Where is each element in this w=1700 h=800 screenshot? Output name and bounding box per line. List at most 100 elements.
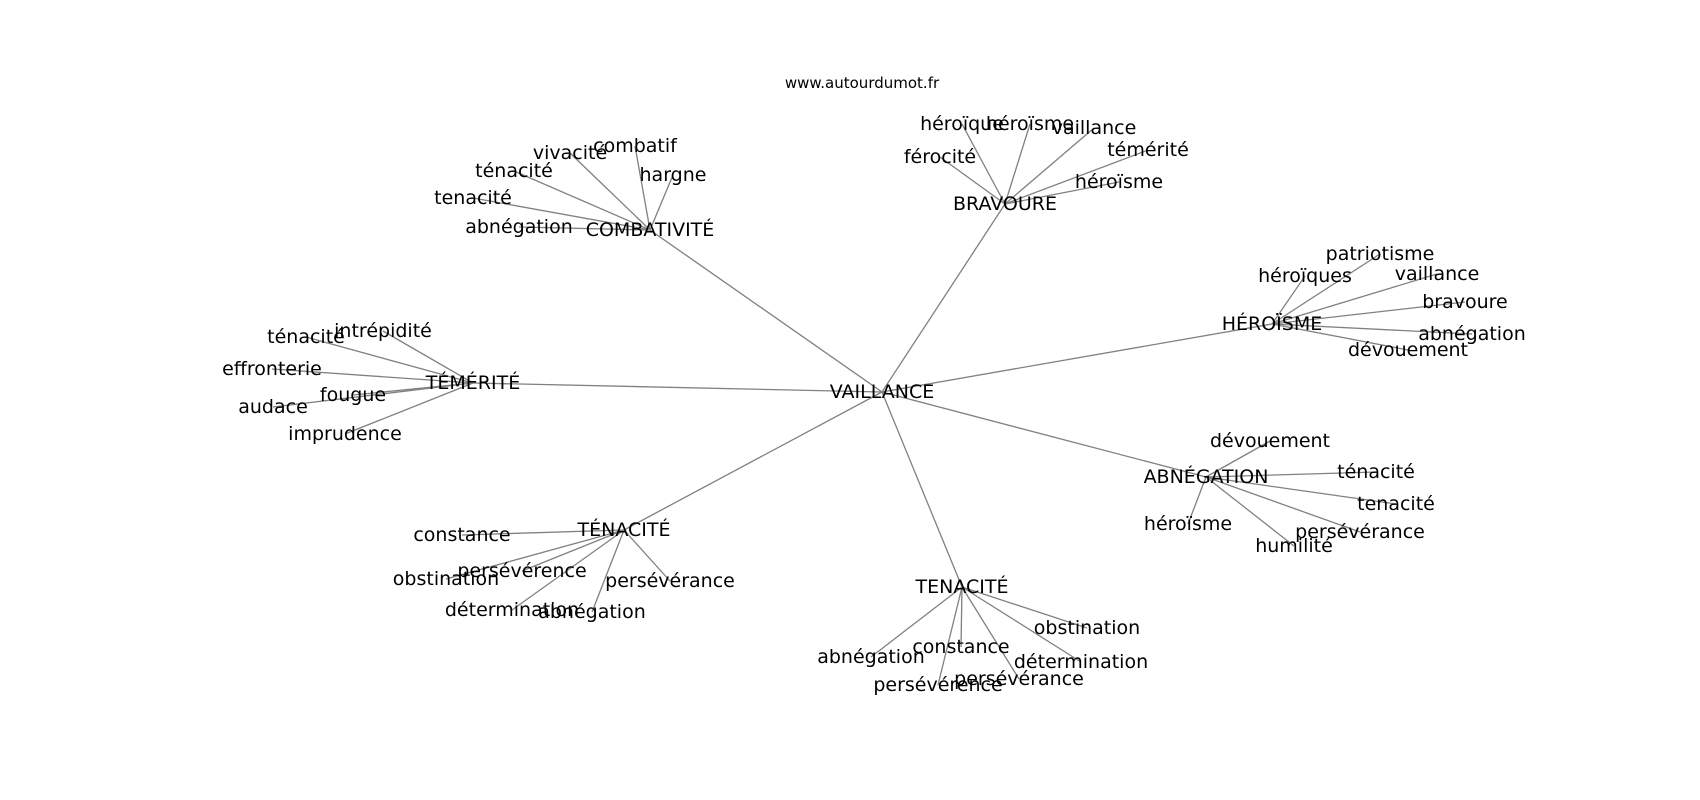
- edge-hub-to-word: [1271, 273, 1438, 325]
- hub-word[interactable]: TÉNACITÉ: [577, 518, 671, 541]
- edge-hub-to-word: [1004, 123, 1031, 205]
- edge-hub-to-word: [305, 336, 474, 384]
- edge-hub-to-word: [1205, 476, 1361, 533]
- edge-hub-to-word: [1187, 476, 1207, 525]
- related-word[interactable]: ténacité: [475, 160, 553, 182]
- edge-hub-to-word: [961, 586, 1020, 680]
- edge-center-to-hub: [472, 382, 883, 393]
- hub-word[interactable]: ABNÉGATION: [1144, 465, 1269, 488]
- edge-hub-to-word: [518, 226, 651, 231]
- related-word[interactable]: persévérance: [954, 668, 1084, 690]
- related-word[interactable]: héroïsme: [986, 113, 1074, 135]
- edge-hub-to-word: [961, 586, 1082, 663]
- related-word[interactable]: patriotisme: [1326, 243, 1435, 265]
- related-word[interactable]: persévérance: [1295, 521, 1425, 543]
- edge-hub-to-word: [1205, 440, 1271, 478]
- edge-hub-to-word: [445, 529, 625, 580]
- related-word[interactable]: tenacité: [434, 187, 512, 209]
- related-word[interactable]: dévouement: [1210, 430, 1330, 452]
- edge-hub-to-word: [271, 368, 474, 384]
- edge-hub-to-word: [511, 529, 625, 611]
- related-word[interactable]: témérité: [1107, 139, 1189, 161]
- related-word[interactable]: dévouement: [1348, 339, 1468, 361]
- edge-hub-to-word: [1205, 471, 1377, 478]
- edge-hub-to-word: [569, 152, 651, 231]
- related-word[interactable]: hargne: [640, 164, 707, 186]
- related-word[interactable]: persévérence: [457, 560, 586, 582]
- edge-hub-to-word: [649, 174, 674, 231]
- related-word[interactable]: héroïsme: [1144, 513, 1232, 535]
- edge-hub-to-word: [1271, 275, 1306, 325]
- related-word[interactable]: fougue: [320, 384, 386, 406]
- hub-word[interactable]: BRAVOURE: [953, 193, 1057, 215]
- related-word[interactable]: héroïque: [920, 113, 1004, 135]
- edge-center-to-hub: [881, 203, 1006, 393]
- hub-word[interactable]: COMBATIVITÉ: [586, 218, 715, 241]
- edge-hub-to-word: [961, 123, 1006, 205]
- edge-center-to-hub: [881, 391, 963, 588]
- related-word[interactable]: détermination: [445, 599, 579, 621]
- edge-hub-to-word: [623, 529, 671, 582]
- edge-hub-to-word: [472, 197, 651, 231]
- hub-word[interactable]: TENACITÉ: [915, 575, 1009, 598]
- edge-hub-to-word: [960, 586, 963, 648]
- edge-hub-to-word: [1271, 323, 1409, 351]
- related-word[interactable]: bravoure: [1422, 291, 1508, 313]
- edge-hub-to-word: [382, 330, 474, 384]
- edge-hub-to-word: [961, 586, 1088, 629]
- center-word[interactable]: VAILLANCE: [830, 381, 934, 403]
- related-word[interactable]: héroïsme: [1075, 171, 1163, 193]
- related-word[interactable]: abnégation: [538, 601, 646, 623]
- related-word[interactable]: férocité: [904, 146, 976, 168]
- hub-word[interactable]: HÉROÏSME: [1222, 312, 1323, 335]
- edge-hub-to-word: [461, 529, 625, 536]
- related-word[interactable]: effronterie: [222, 358, 322, 380]
- edge-hub-to-word: [870, 586, 963, 658]
- edge-hub-to-word: [521, 529, 625, 572]
- edge-hub-to-word: [513, 170, 651, 231]
- edge-center-to-hub: [623, 391, 883, 531]
- hub-word[interactable]: TÉMÉRITÉ: [425, 371, 520, 394]
- related-word[interactable]: audace: [238, 396, 308, 418]
- related-word[interactable]: combatif: [593, 135, 678, 157]
- edge-hub-to-word: [634, 145, 651, 231]
- edge-hub-to-word: [591, 529, 625, 613]
- related-word[interactable]: vivacité: [533, 142, 607, 164]
- related-word[interactable]: abnégation: [817, 646, 925, 668]
- related-word[interactable]: intrépidité: [334, 320, 432, 342]
- edge-hub-to-word: [1271, 323, 1473, 335]
- edge-center-to-hub: [881, 391, 1207, 478]
- related-word[interactable]: abnégation: [1418, 323, 1526, 345]
- edge-center-to-hub: [649, 229, 883, 393]
- related-word[interactable]: obstination: [1034, 617, 1140, 639]
- edge-hub-to-word: [272, 382, 474, 408]
- related-word[interactable]: constance: [912, 636, 1009, 658]
- edge-hub-to-word: [939, 156, 1006, 205]
- related-word[interactable]: tenacité: [1357, 493, 1435, 515]
- related-word[interactable]: constance: [413, 524, 510, 546]
- edge-hub-to-word: [1004, 149, 1149, 205]
- edge-hub-to-word: [1004, 127, 1095, 205]
- edge-hub-to-word: [344, 382, 474, 435]
- related-word[interactable]: détermination: [1014, 651, 1148, 673]
- related-word[interactable]: humilité: [1255, 535, 1333, 557]
- related-word[interactable]: imprudence: [288, 423, 402, 445]
- related-word[interactable]: persévérance: [605, 570, 735, 592]
- edge-hub-to-word: [937, 586, 963, 686]
- related-word[interactable]: abnégation: [465, 216, 573, 238]
- related-word[interactable]: persévérence: [873, 674, 1002, 696]
- edge-hub-to-word: [1205, 476, 1295, 547]
- related-word[interactable]: vaillance: [1395, 263, 1480, 285]
- edge-hub-to-word: [1271, 253, 1381, 325]
- related-word[interactable]: obstination: [393, 568, 499, 590]
- related-word[interactable]: héroïques: [1258, 265, 1352, 287]
- edge-center-to-hub: [881, 323, 1273, 393]
- related-word[interactable]: vaillance: [1052, 117, 1137, 139]
- related-word[interactable]: ténacité: [1337, 461, 1415, 483]
- edge-hub-to-word: [1004, 181, 1120, 205]
- site-url[interactable]: www.autourdumot.fr: [785, 74, 940, 92]
- related-word[interactable]: ténacité: [267, 326, 345, 348]
- edge-hub-to-word: [1205, 476, 1397, 505]
